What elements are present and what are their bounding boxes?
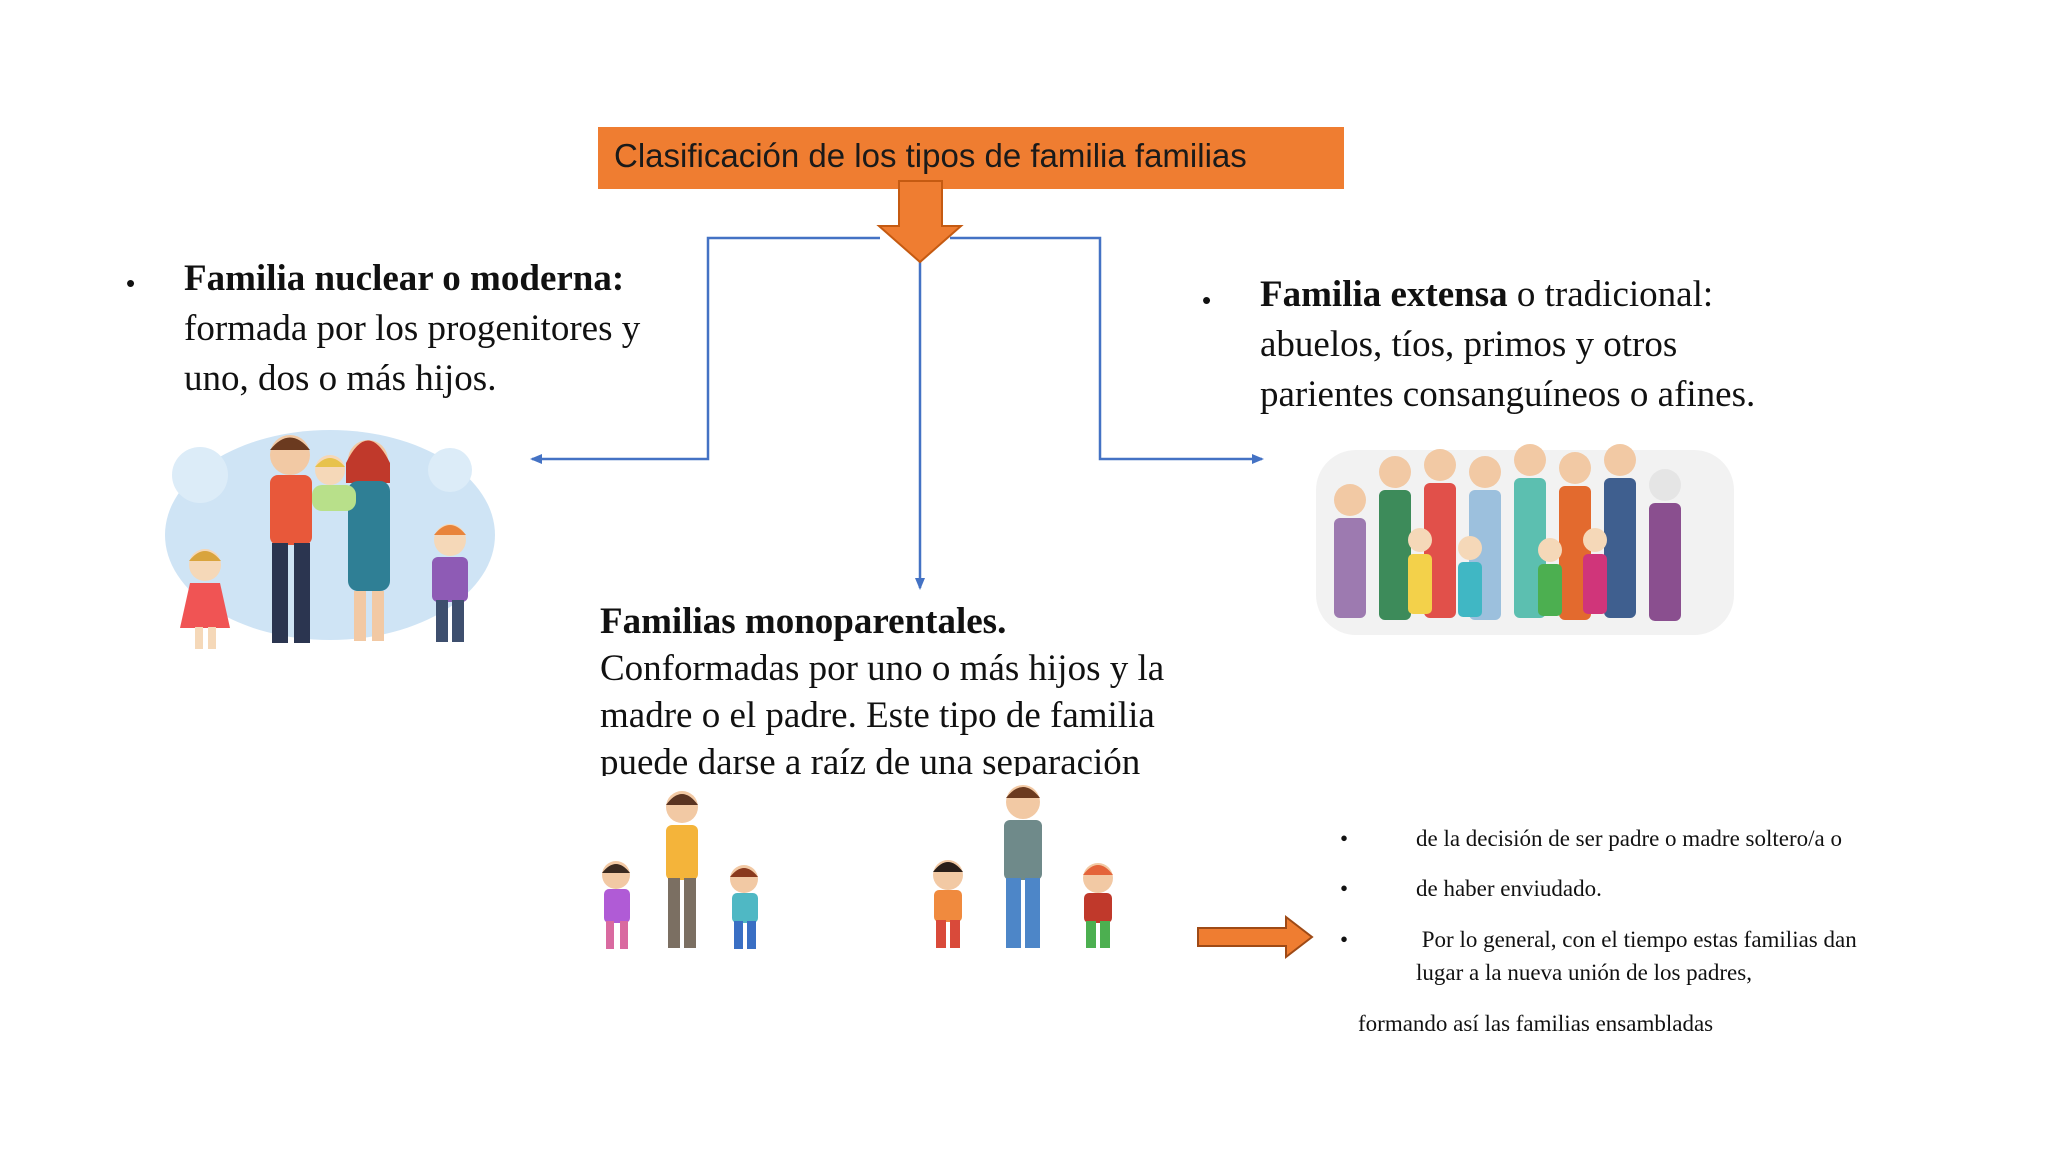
extended-family-illustration (1316, 444, 1734, 635)
extended-family-card: Familia extensa o tradicional: abuelos, … (1260, 270, 1820, 420)
extended-family-text: abuelos, tíos, primos y otros parientes … (1260, 324, 1756, 415)
connector-right (950, 236, 1264, 464)
diagram-title-text: Clasificación de los tipos de familia fa… (614, 137, 1247, 174)
nuclear-family-illustration (165, 430, 495, 649)
mother-with-children-illustration (602, 791, 758, 949)
list-item: Por lo general, con el tiempo estas fami… (1416, 927, 1863, 985)
orange-right-arrow-icon (1197, 914, 1314, 960)
single-parent-heading: Familias monoparentales. (600, 601, 1007, 642)
bullet-dot: • (1202, 285, 1212, 315)
single-parent-family-card: Familias monoparentales. Conformadas por… (600, 598, 1240, 776)
bullet-dot: • (126, 268, 136, 298)
list-item: de la decisión de ser padre o madre solt… (1416, 826, 1842, 851)
bullet-dot: • (1340, 826, 1349, 851)
father-with-children-illustration (933, 785, 1113, 948)
bullet-dot: • (1340, 876, 1349, 901)
extended-family-heading-rest: o tradicional: (1507, 274, 1714, 315)
nuclear-family-heading: Familia nuclear o moderna: (184, 258, 625, 299)
single-parent-text: Conformadas por uno o más hijos y la mad… (600, 648, 1165, 776)
connector-left (530, 236, 880, 464)
orange-down-arrow-icon (876, 180, 964, 264)
continuation-footer: formando así las familias ensambladas (1358, 1011, 1714, 1036)
nuclear-family-card: Familia nuclear o moderna: formada por l… (184, 254, 684, 404)
nuclear-family-text: formada por los progenitores y uno, dos … (184, 308, 641, 399)
diagram-title: Clasificación de los tipos de familia fa… (598, 127, 1344, 189)
extended-family-heading: Familia extensa (1260, 274, 1508, 315)
bullet-dot: • (1340, 927, 1349, 952)
list-item: de haber enviudado. (1416, 876, 1602, 901)
